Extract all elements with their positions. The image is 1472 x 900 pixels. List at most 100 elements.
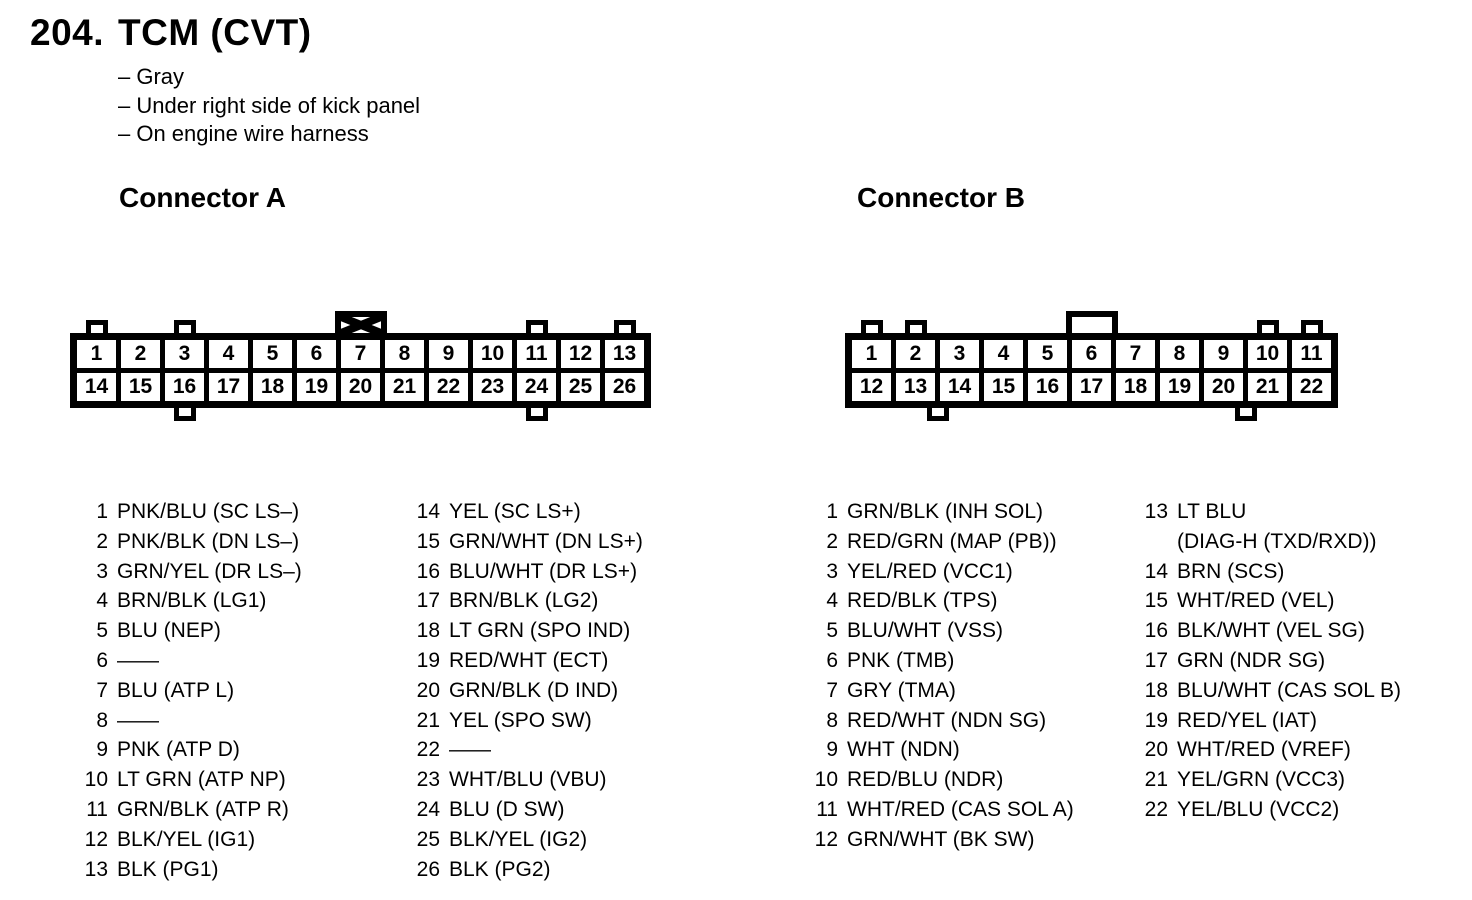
pin-number: 25 <box>416 827 440 851</box>
location-notes: – Gray – Under right side of kick panel … <box>118 63 420 149</box>
pin-label: WHT/RED (VEL) <box>1177 589 1335 613</box>
pin-cell: 4 <box>984 340 1023 368</box>
pin-number: 1 <box>96 500 108 523</box>
pin-cell: 12 <box>852 373 891 401</box>
pin-row: 9 WHT (NDN) <box>806 735 1074 765</box>
pin-cell: 12 <box>561 340 600 368</box>
connector-tab <box>613 320 636 333</box>
pin-label: RED/GRN (MAP (PB)) <box>847 529 1057 553</box>
pin-cell: 16 <box>165 373 204 401</box>
pin-label: YEL (SPO SW) <box>449 708 592 732</box>
pin-cell: 16 <box>1028 373 1067 401</box>
pin-label: LT GRN (ATP NP) <box>117 768 286 792</box>
connector-tab <box>860 320 883 333</box>
pin-label: GRN/BLK (ATP R) <box>117 797 289 821</box>
pin-label: WHT/RED (VREF) <box>1177 738 1351 762</box>
pin-cell: 18 <box>1116 373 1155 401</box>
pin-number: 1 <box>826 500 838 523</box>
pin-label: YEL/RED (VCC1) <box>847 559 1013 583</box>
pin-cell: 8 <box>385 340 424 368</box>
pin-row: 8 RED/WHT (NDN SG) <box>806 706 1074 736</box>
pin-label: BLK (PG2) <box>449 857 551 881</box>
pin-row: 20 WHT/RED (VREF) <box>1136 735 1401 765</box>
pin-number: 20 <box>1144 738 1168 762</box>
pin-cell: 1 <box>852 340 891 368</box>
pin-cell: 21 <box>385 373 424 401</box>
pin-label: BLU (NEP) <box>117 619 221 643</box>
pin-cell: 13 <box>605 340 644 368</box>
pin-label: PNK/BLU (SC LS–) <box>117 500 300 523</box>
pin-label: RED/YEL (IAT) <box>1177 708 1318 732</box>
pin-number: 9 <box>826 738 838 762</box>
pin-number: 26 <box>416 857 440 881</box>
pin-row: 6—— <box>76 646 302 676</box>
pin-cell: 22 <box>429 373 468 401</box>
pin-cell: 19 <box>297 373 336 401</box>
pin-number: 8 <box>96 708 108 732</box>
pin-cell: 10 <box>1248 340 1287 368</box>
pin-label: YEL/GRN (VCC3) <box>1177 768 1346 792</box>
pin-number: 4 <box>826 589 838 613</box>
pin-label: BLK (PG1) <box>117 857 219 881</box>
pin-cell: 14 <box>77 373 116 401</box>
connector-tab <box>525 320 548 333</box>
pin-cell: 20 <box>341 373 380 401</box>
pin-label: RED/BLK (TPS) <box>847 589 998 613</box>
pin-label: BRN/BLK (LG1) <box>117 589 267 613</box>
pin-label: GRN/WHT (DN LS+) <box>449 529 643 553</box>
pin-cell: 1 <box>77 340 116 368</box>
pin-number: 11 <box>86 797 108 821</box>
connector-tab <box>525 408 548 421</box>
pin-cell: 8 <box>1160 340 1199 368</box>
pin-cell: 7 <box>1116 340 1155 368</box>
pin-label: WHT (NDN) <box>847 738 960 762</box>
pin-label: BLU (ATP L) <box>117 678 235 702</box>
pin-label: BLU/WHT (CAS SOL B) <box>1177 678 1402 702</box>
pin-number: 12 <box>84 827 108 851</box>
pin-number: 16 <box>416 559 440 583</box>
pin-row: 2 RED/GRN (MAP (PB)) <box>806 527 1074 557</box>
note-line: – On engine wire harness <box>118 121 369 147</box>
keyway-open-icon <box>1065 311 1118 333</box>
pin-label: YEL (SC LS+) <box>449 500 581 523</box>
pin-number: 2 <box>826 529 838 553</box>
pin-cell: 23 <box>473 373 512 401</box>
pin-row: 22—— <box>408 735 643 765</box>
pin-number: 8 <box>826 708 838 732</box>
pin-cell: 4 <box>209 340 248 368</box>
pin-cell: 5 <box>253 340 292 368</box>
connector-tab <box>173 408 196 421</box>
pin-number: 22 <box>1144 797 1168 821</box>
pin-number: 17 <box>1144 648 1168 672</box>
pin-number: 3 <box>826 559 838 583</box>
pin-row: (DIAG-H (TXD/RXD)) <box>1136 527 1401 557</box>
pin-number: 10 <box>814 768 838 792</box>
connector-b-title: Connector B <box>857 182 1025 213</box>
pin-label: RED/WHT (NDN SG) <box>847 708 1047 732</box>
pin-number: 7 <box>96 678 108 702</box>
note-line: – Under right side of kick panel <box>118 92 421 118</box>
pin-number: 5 <box>826 619 838 643</box>
